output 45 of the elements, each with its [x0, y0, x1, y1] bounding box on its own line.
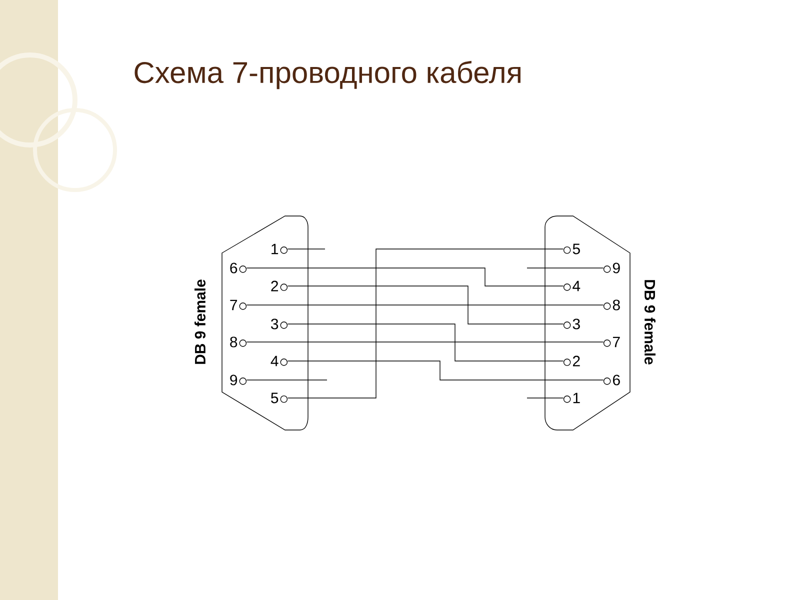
pin-terminal: 4 — [563, 280, 580, 292]
node-label: DB 9 female — [194, 280, 206, 364]
node-label: 8 — [230, 336, 238, 348]
pin-terminal: 5 — [563, 244, 580, 254]
pin-terminal: 3 — [563, 318, 580, 330]
pin-terminal: 8 — [603, 300, 620, 310]
node-label: 2 — [271, 280, 278, 292]
node-label: 9 — [230, 374, 238, 386]
node-label: 3 — [572, 318, 580, 330]
node-label: 9 — [612, 262, 620, 274]
pin-terminal: 1 — [563, 392, 580, 404]
node-label: 1 — [573, 392, 580, 404]
pin-terminal: 2 — [563, 356, 580, 366]
pin-terminal: 1 — [272, 244, 288, 254]
pin-terminal: 2 — [271, 280, 288, 292]
wire — [287, 286, 564, 324]
node-label: 8 — [612, 300, 620, 310]
node-label: 5 — [572, 244, 580, 254]
node-label: 4 — [270, 356, 278, 366]
wire — [287, 248, 564, 398]
node-label: 7 — [230, 300, 238, 310]
wire — [287, 360, 604, 380]
node-label: 3 — [271, 318, 278, 330]
wire — [246, 268, 564, 286]
wire — [287, 324, 564, 362]
node-label: 2 — [572, 356, 580, 366]
node-label: 7 — [613, 336, 620, 348]
node-label: 6 — [230, 262, 238, 274]
pin-terminal: 9 — [603, 262, 620, 274]
pin-terminal: 6 — [230, 262, 247, 274]
pin-terminal: 9 — [230, 374, 247, 386]
pin-terminal: 3 — [271, 318, 288, 330]
node-label: 4 — [572, 280, 580, 292]
pin-terminal: 4 — [270, 356, 288, 366]
wire — [246, 304, 604, 306]
pin-terminal: 6 — [603, 374, 620, 386]
node-label: 1 — [272, 244, 278, 254]
node-label: 5 — [271, 392, 278, 404]
node-label: DB 9 female — [644, 280, 656, 364]
node-label: 6 — [613, 374, 620, 386]
pin-terminal: 7 — [603, 336, 620, 348]
pin-terminal: 5 — [271, 392, 288, 404]
pin-terminal: 8 — [230, 336, 247, 348]
pin-terminal: 7 — [230, 300, 247, 310]
title: Схема 7-проводного кабеля — [134, 60, 520, 90]
